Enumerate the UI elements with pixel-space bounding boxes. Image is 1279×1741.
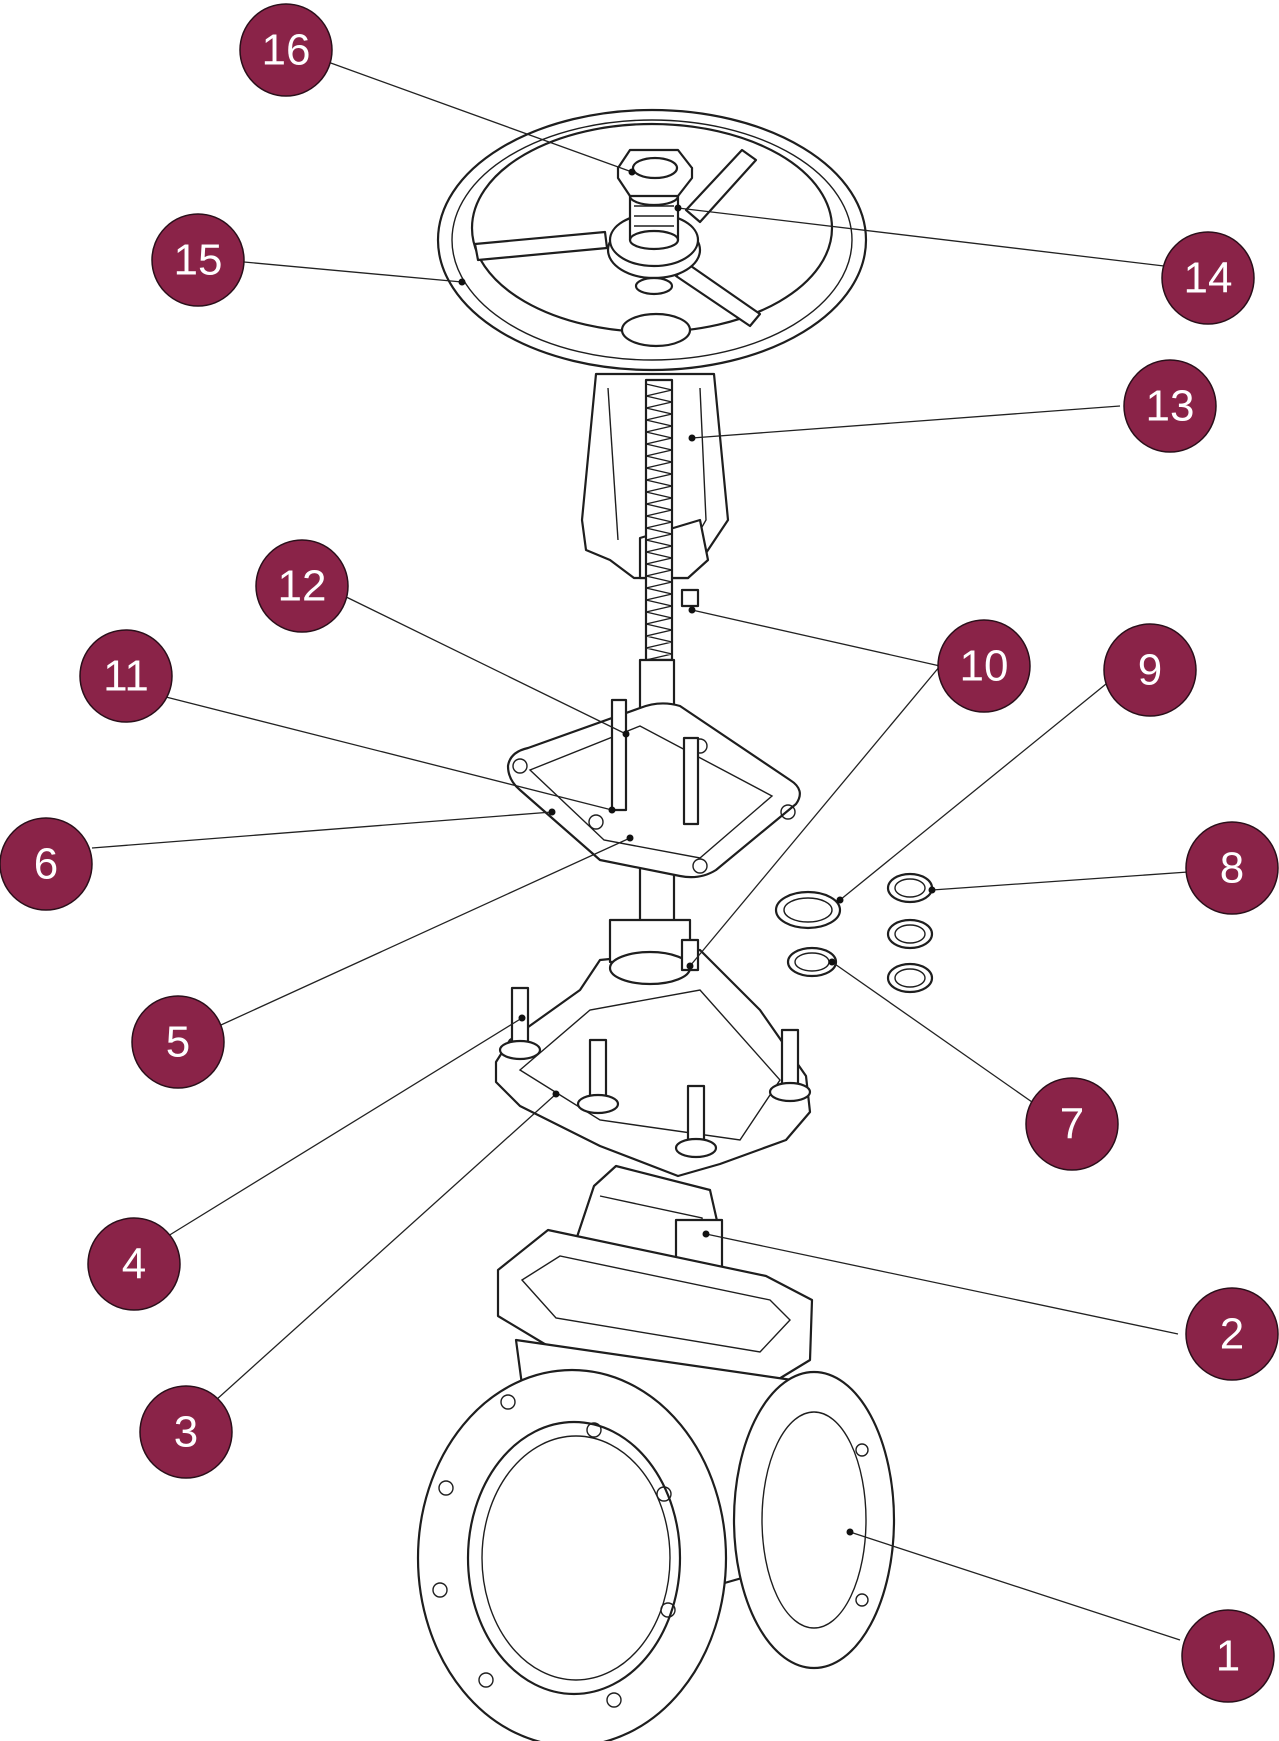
leader-12 — [335, 591, 627, 735]
callout-15: 15 — [151, 213, 245, 307]
callout-3-label: 3 — [174, 1408, 198, 1457]
leader-8 — [931, 871, 1189, 891]
leader-6 — [91, 811, 553, 849]
callout-14: 14 — [1161, 231, 1255, 325]
callout-11-label: 11 — [103, 652, 149, 701]
bonnet — [494, 918, 812, 1178]
callout-4: 4 — [87, 1217, 181, 1311]
leader-14 — [677, 207, 1165, 267]
callout-5-label: 5 — [166, 1018, 190, 1067]
leader-5 — [209, 837, 631, 1031]
leader-10a — [691, 609, 941, 667]
leader-7 — [831, 961, 1033, 1103]
callout-10: 10 — [937, 619, 1031, 713]
callout-1: 1 — [1181, 1609, 1275, 1703]
leader-15 — [243, 261, 463, 283]
leader-4 — [167, 1017, 523, 1237]
leader-lines — [91, 61, 1189, 1641]
callout-16-label: 16 — [262, 26, 311, 75]
callout-6-label: 6 — [34, 840, 58, 889]
leader-2 — [705, 1233, 1179, 1335]
valve-body — [416, 1228, 896, 1741]
bonnet-gasket — [506, 698, 801, 879]
leader-11 — [161, 695, 613, 811]
callout-2-label: 2 — [1220, 1310, 1244, 1359]
o-rings — [774, 872, 934, 994]
callout-5: 5 — [131, 995, 225, 1089]
callout-1-label: 1 — [1216, 1632, 1240, 1681]
callout-7: 7 — [1025, 1077, 1119, 1171]
leader-10b — [689, 665, 941, 967]
callout-6: 6 — [0, 817, 93, 911]
callout-9: 9 — [1103, 623, 1197, 717]
callout-8-label: 8 — [1220, 844, 1244, 893]
callout-16: 16 — [239, 3, 333, 97]
leader-16 — [327, 61, 633, 173]
callout-4-label: 4 — [122, 1240, 146, 1289]
callout-7-label: 7 — [1060, 1100, 1084, 1149]
callout-14-label: 14 — [1184, 254, 1233, 303]
callout-3: 3 — [139, 1385, 233, 1479]
leader-13 — [691, 405, 1121, 439]
callout-13: 13 — [1123, 359, 1217, 453]
callout-12: 12 — [255, 539, 349, 633]
callout-9-label: 9 — [1138, 646, 1162, 695]
hex-nut — [616, 148, 694, 198]
callout-8: 8 — [1185, 821, 1279, 915]
callout-10-label: 10 — [960, 642, 1009, 691]
callout-13-label: 13 — [1146, 382, 1195, 431]
leader-9 — [839, 683, 1107, 901]
callout-12-label: 12 — [278, 562, 327, 611]
leader-1 — [849, 1531, 1181, 1641]
stem — [638, 378, 676, 982]
callout-15-label: 15 — [174, 236, 223, 285]
callouts: 1 2 3 4 5 6 7 8 — [0, 3, 1279, 1703]
callout-11: 11 — [79, 629, 173, 723]
leader-3 — [215, 1093, 557, 1401]
callout-2: 2 — [1185, 1287, 1279, 1381]
